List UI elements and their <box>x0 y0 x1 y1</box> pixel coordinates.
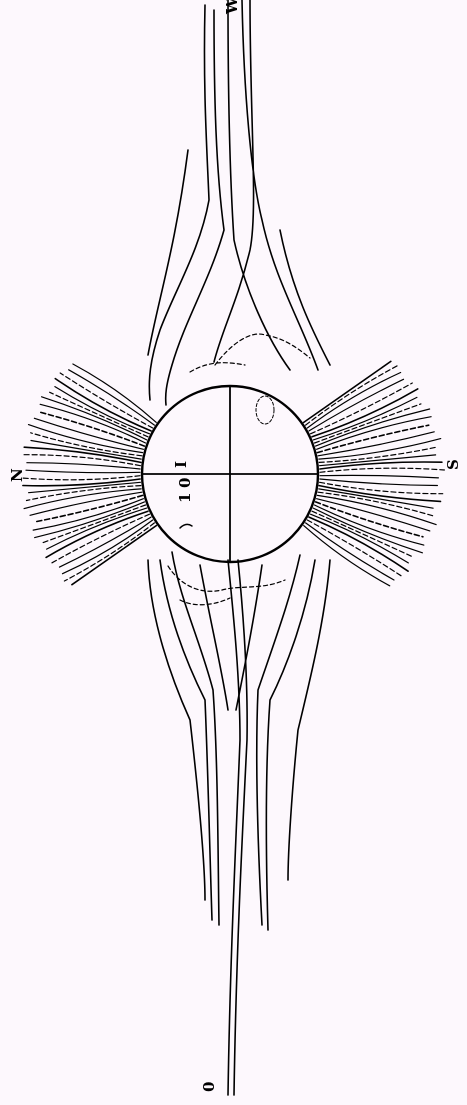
ray-line-right <box>316 502 423 537</box>
streamer-line <box>148 150 188 355</box>
ray-line-left <box>63 520 153 574</box>
streamer-line <box>215 334 310 365</box>
ray-line-right <box>307 520 403 577</box>
streamer-line <box>168 566 285 591</box>
ray-line-right <box>320 479 438 486</box>
streamer-line <box>180 598 230 605</box>
disc-label-3: 1 <box>176 493 194 503</box>
streamer-bottom <box>148 552 330 1095</box>
ray-line-left <box>27 463 140 469</box>
ray-line-left <box>60 373 153 428</box>
streamer-line <box>288 560 330 880</box>
ray-line-left <box>55 387 150 434</box>
ray-line-left <box>43 505 146 543</box>
ray-line-left <box>21 476 141 480</box>
streamer-line <box>266 560 315 930</box>
disc-mark-lower <box>180 524 192 528</box>
disc-spot <box>256 396 274 424</box>
ray-line-right <box>317 499 430 531</box>
ray-line-left <box>41 412 145 446</box>
streamer-line <box>149 5 209 400</box>
disc-label-2: 0 <box>176 478 194 488</box>
streamer-line <box>190 363 245 372</box>
ray-line-right <box>309 517 408 571</box>
streamer-top <box>148 0 330 405</box>
label-left: N <box>8 468 26 482</box>
ray-line-left <box>40 404 145 443</box>
ray-line-right <box>316 409 430 446</box>
ray-line-right <box>306 365 399 425</box>
streamer-line <box>228 0 290 370</box>
ray-line-right <box>320 475 438 478</box>
ray-line-right <box>311 514 409 563</box>
label-top: W <box>223 0 241 15</box>
ray-line-right <box>320 468 444 472</box>
ray-line-right <box>307 373 400 429</box>
streamer-line <box>257 555 300 925</box>
solar-disc: I 0 1 <box>142 386 318 562</box>
label-bottom: 0 <box>200 1082 218 1092</box>
streamer-line <box>148 560 205 900</box>
streamer-line <box>172 552 219 925</box>
ray-line-left <box>35 502 145 538</box>
streamer-line <box>228 560 240 1095</box>
label-right: S <box>444 459 462 470</box>
ray-line-right <box>315 505 424 545</box>
streamer-line <box>166 10 224 405</box>
streamer-line <box>200 565 228 710</box>
ray-line-right <box>315 404 421 443</box>
disc-label-1: I <box>172 461 190 468</box>
ray-line-left <box>55 379 151 431</box>
ray-line-left <box>26 470 140 473</box>
ray-line-left <box>64 523 154 581</box>
streamer-line <box>214 0 254 362</box>
